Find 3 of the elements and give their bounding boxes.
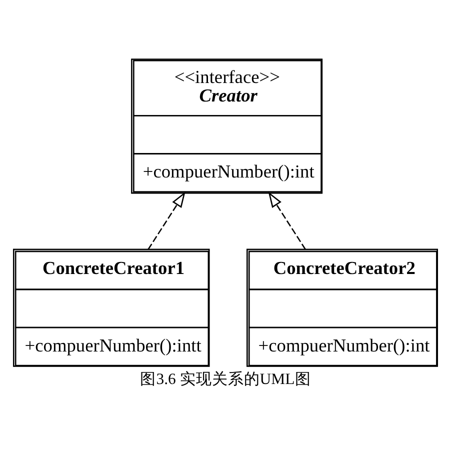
- arrow: [148, 191, 186, 250]
- arrow: [268, 191, 306, 250]
- caption: 图3.6 实现关系的UML图: [140, 370, 311, 388]
